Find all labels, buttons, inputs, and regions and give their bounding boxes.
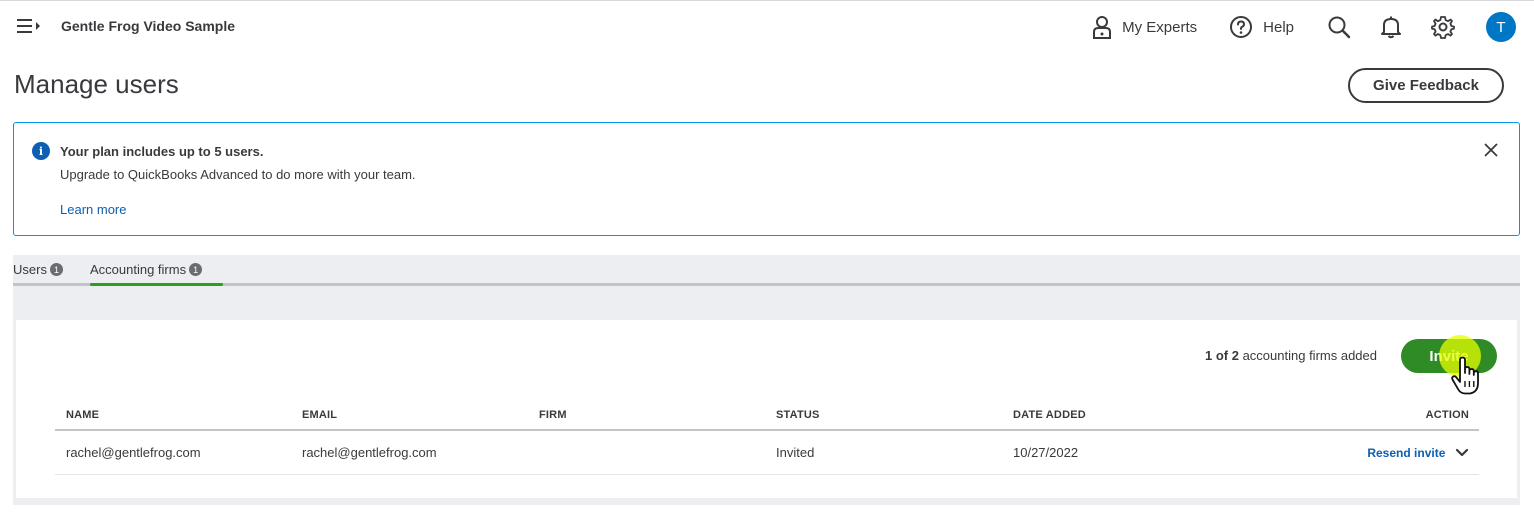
search-icon	[1328, 16, 1351, 39]
close-icon[interactable]	[1483, 142, 1499, 158]
info-icon: i	[32, 142, 50, 160]
col-email[interactable]: EMAIL	[291, 400, 528, 431]
experts-icon	[1093, 16, 1112, 39]
page-title: Manage users	[14, 69, 179, 99]
tab-area: Users 1 Accounting firms 1 1 of 2 accoun…	[13, 255, 1520, 505]
col-status[interactable]: STATUS	[765, 400, 1002, 431]
tab-strip: Users 1 Accounting firms 1	[13, 255, 1520, 286]
active-tab-indicator	[90, 283, 223, 286]
cell-firm	[528, 430, 765, 475]
settings-button[interactable]	[1430, 14, 1456, 40]
tab-count-badge: 1	[189, 263, 203, 276]
avatar[interactable]: T	[1486, 12, 1516, 42]
col-action: ACTION	[1242, 400, 1479, 431]
tab-users[interactable]: Users 1	[13, 262, 63, 277]
tab-accounting-firms[interactable]: Accounting firms 1	[90, 262, 203, 277]
firms-added-suffix: accounting firms added	[1238, 348, 1377, 363]
cell-date-added: 10/27/2022	[1002, 430, 1242, 475]
gear-icon	[1431, 16, 1455, 39]
cell-name: rachel@gentlefrog.com	[55, 430, 291, 475]
banner-title: Your plan includes up to 5 users.	[60, 144, 264, 159]
search-button[interactable]	[1326, 14, 1352, 40]
chevron-down-icon[interactable]	[1455, 448, 1469, 458]
resend-invite-link[interactable]: Resend invite	[1367, 445, 1446, 460]
tab-label: Users	[13, 262, 47, 277]
give-feedback-button[interactable]: Give Feedback	[1348, 68, 1504, 103]
col-date-added[interactable]: DATE ADDED	[1002, 400, 1242, 431]
accounting-firms-panel: 1 of 2 accounting firms added Invite NAM…	[16, 320, 1517, 498]
tab-label: Accounting firms	[90, 262, 187, 277]
col-name[interactable]: NAME	[55, 400, 291, 431]
my-experts-label: My Experts	[1122, 18, 1198, 36]
help-label: Help	[1263, 18, 1294, 36]
cell-status: Invited	[765, 430, 1002, 475]
table-header-row: NAME EMAIL FIRM STATUS DATE ADDED ACTION	[55, 400, 1479, 431]
notifications-button[interactable]	[1378, 14, 1404, 40]
cell-action: Resend invite	[1242, 430, 1479, 475]
accounting-firms-table: NAME EMAIL FIRM STATUS DATE ADDED ACTION…	[55, 400, 1479, 475]
my-experts-link[interactable]: My Experts	[1092, 15, 1197, 39]
firms-added-count: 1 of 2 accounting firms added	[1205, 348, 1377, 363]
help-icon	[1230, 16, 1253, 38]
firms-added-number: 1 of 2	[1205, 348, 1239, 363]
header-actions: My Experts Help	[1092, 9, 1516, 45]
bell-icon	[1381, 16, 1401, 39]
banner-text: Upgrade to QuickBooks Advanced to do mor…	[60, 167, 416, 182]
tab-count-badge: 1	[49, 263, 63, 276]
top-bar: Gentle Frog Video Sample My Experts Help	[0, 0, 1534, 52]
col-firm[interactable]: FIRM	[528, 400, 765, 431]
table-row: rachel@gentlefrog.com rachel@gentlefrog.…	[55, 430, 1479, 475]
learn-more-link[interactable]: Learn more	[60, 202, 127, 217]
cell-email: rachel@gentlefrog.com	[291, 430, 528, 475]
menu-icon[interactable]	[16, 15, 42, 37]
help-link[interactable]: Help	[1229, 15, 1294, 39]
invite-button[interactable]: Invite	[1401, 339, 1497, 373]
company-name: Gentle Frog Video Sample	[61, 18, 236, 34]
plan-info-banner: i Your plan includes up to 5 users. Upgr…	[13, 122, 1520, 236]
